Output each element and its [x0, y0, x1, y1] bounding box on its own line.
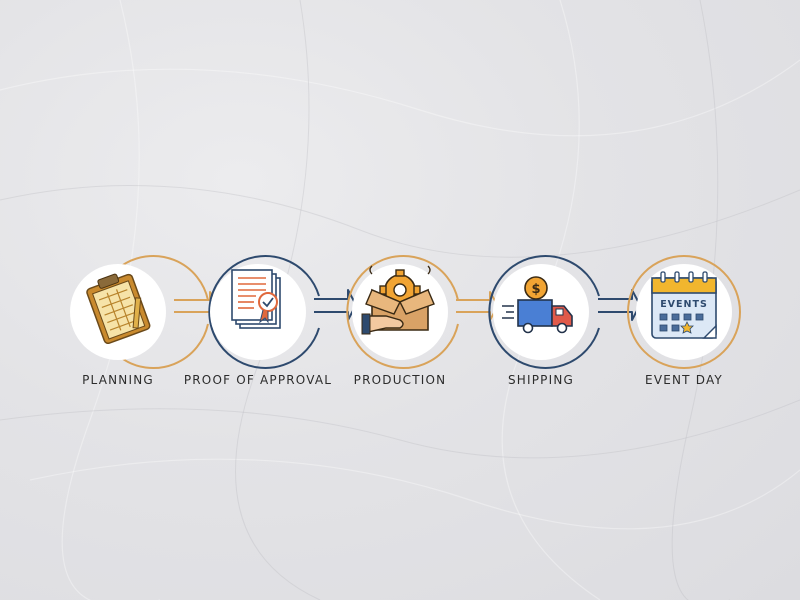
step-label-event-day: EVENT DAY: [645, 373, 723, 387]
clipboard-icon: [86, 273, 151, 345]
approved-documents-icon: [231, 269, 281, 329]
production-box-gear-icon: [361, 265, 435, 335]
step-label-production: PRODUCTION: [353, 373, 447, 387]
connector-arrow-4: [598, 289, 641, 321]
delivery-truck-dollar-icon: $: [502, 276, 573, 334]
step-label-planning: PLANNING: [82, 373, 154, 387]
step-label-proof-of-approval: PROOF OF APPROVAL: [183, 373, 333, 387]
calendar-events-text: EVENTS: [660, 299, 708, 310]
events-calendar-icon: EVENTS: [651, 271, 717, 339]
step-label-shipping: SHIPPING: [507, 373, 575, 387]
svg-text:$: $: [531, 282, 540, 297]
